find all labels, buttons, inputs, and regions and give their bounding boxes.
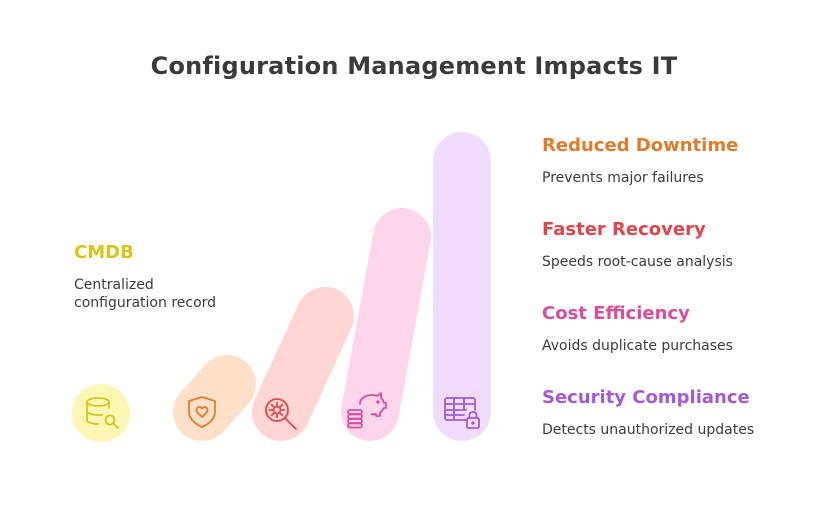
impact-item-reduced-downtime: Reduced Downtime Prevents major failures xyxy=(542,135,738,187)
impact-item-security-compliance: Security Compliance Detects unauthorized… xyxy=(542,387,754,439)
bar-yellow-circle xyxy=(72,384,130,442)
cmdb-heading: CMDB xyxy=(74,242,134,263)
impact-description: Prevents major failures xyxy=(542,170,704,186)
gear-search-icon xyxy=(265,398,297,430)
page-title: Configuration Management Impacts IT xyxy=(150,52,678,80)
impact-heading: Reduced Downtime xyxy=(542,135,739,156)
bar-pink xyxy=(341,208,431,441)
impact-item-cost-efficiency: Cost Efficiency Avoids duplicate purchas… xyxy=(542,303,733,355)
piggy-bank-coins-icon xyxy=(347,392,387,429)
bar-salmon xyxy=(252,287,354,441)
impact-description: Speeds root-cause analysis xyxy=(542,254,733,270)
cmdb-description-line-1: Centralized xyxy=(74,277,154,293)
impact-description: Avoids duplicate purchases xyxy=(542,338,733,354)
impact-description: Detects unauthorized updates xyxy=(542,422,755,438)
database-search-icon xyxy=(86,397,119,429)
cmdb-label-block: CMDB Centralized configuration record xyxy=(74,242,274,312)
shield-heart-icon xyxy=(188,396,216,428)
cmdb-description: Centralized configuration record xyxy=(74,276,274,312)
impact-heading: Security Compliance xyxy=(542,387,750,408)
impact-item-faster-recovery: Faster Recovery Speeds root-cause analys… xyxy=(542,219,733,271)
cmdb-description-line-2: configuration record xyxy=(74,295,217,311)
table-lock-icon xyxy=(444,397,480,429)
impact-heading: Cost Efficiency xyxy=(542,303,690,324)
impact-heading: Faster Recovery xyxy=(542,219,706,240)
